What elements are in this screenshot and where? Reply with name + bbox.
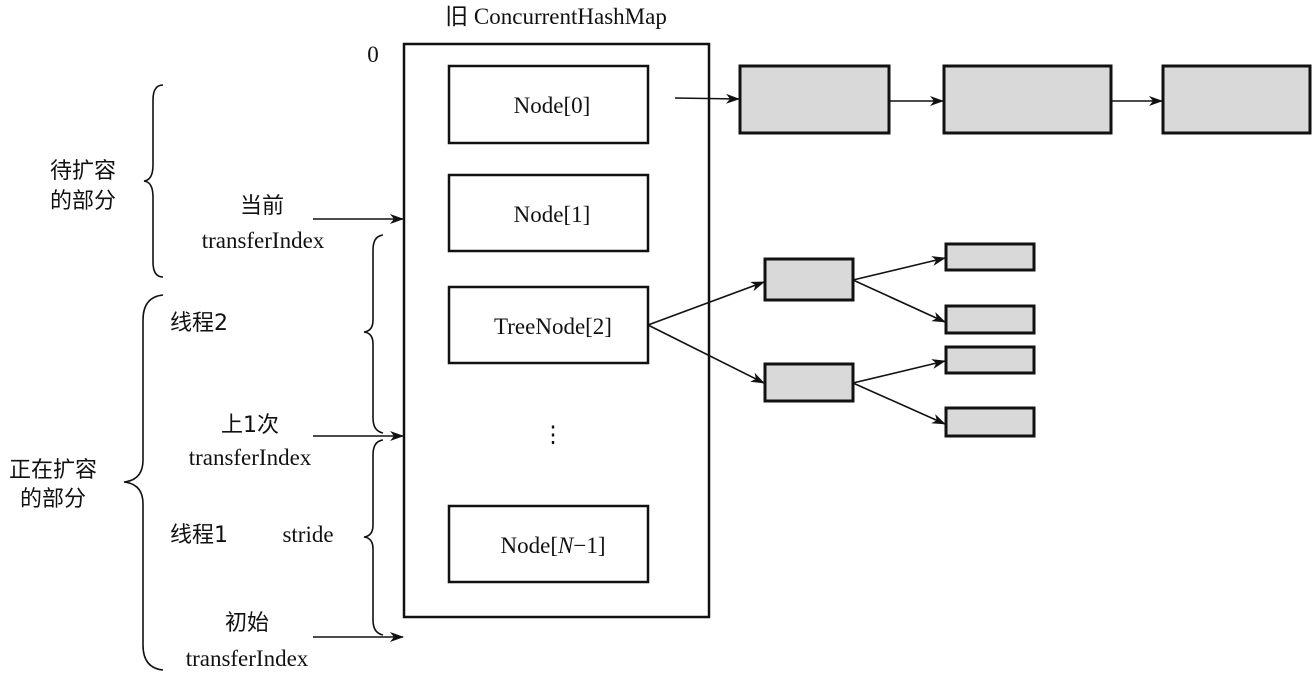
tree-leaf — [944, 345, 1036, 375]
thread1-label: 线程1 — [170, 523, 228, 548]
tree-edge — [852, 359, 946, 384]
thread1-stride-brace — [363, 439, 384, 636]
tree-node — [763, 257, 855, 302]
slot-label: Node[1] — [514, 202, 591, 227]
tree-node — [763, 362, 855, 403]
slot-treenode-2: TreeNode[2] — [447, 285, 650, 365]
slot-label: TreeNode[2] — [494, 314, 612, 339]
tree-leaf — [944, 304, 1036, 335]
in-progress-label-line1: 正在扩容 — [9, 458, 97, 483]
tree-edge — [647, 281, 765, 326]
slot-node-n-minus-1: Node[N−1] — [447, 504, 650, 584]
initial-pointer-line2: transferIndex — [186, 646, 309, 671]
pending-label-line1: 待扩容 — [50, 159, 116, 184]
in-progress-label-line2: 的部分 — [20, 487, 86, 512]
list-node — [942, 64, 1113, 135]
tree-edge — [852, 382, 946, 425]
in-progress-brace — [123, 294, 164, 671]
previous-pointer-line2: transferIndex — [189, 445, 312, 470]
current-pointer-line2: transferIndex — [202, 228, 325, 253]
stride-label: stride — [282, 522, 333, 547]
pending-brace — [143, 84, 164, 278]
diagram-title: 旧 ConcurrentHashMap — [445, 4, 667, 29]
initial-pointer-line1: 初始 — [225, 611, 269, 636]
chain-arrow — [674, 93, 740, 104]
slot-label: Node[N−1] — [501, 533, 606, 558]
index-zero-label: 0 — [367, 42, 379, 67]
slot-label: Node[0] — [514, 93, 591, 118]
previous-pointer-line1: 上1次 — [221, 413, 279, 438]
ellipsis: ⋮ — [542, 422, 565, 447]
tree-edge — [852, 279, 946, 323]
slot-node-1: Node[1] — [447, 173, 650, 253]
current-pointer-line1: 当前 — [240, 194, 284, 219]
tree-leaf — [944, 242, 1036, 272]
tree-leaf — [944, 406, 1036, 438]
thread2-label: 线程2 — [170, 311, 228, 336]
thread2-stride-brace — [363, 234, 384, 434]
tree-edge — [852, 256, 946, 281]
slot-node-0: Node[0] — [447, 64, 650, 145]
list-node — [738, 64, 891, 135]
pending-label-line2: 的部分 — [50, 189, 116, 214]
tree-edge — [647, 324, 765, 384]
list-node — [1161, 64, 1312, 135]
